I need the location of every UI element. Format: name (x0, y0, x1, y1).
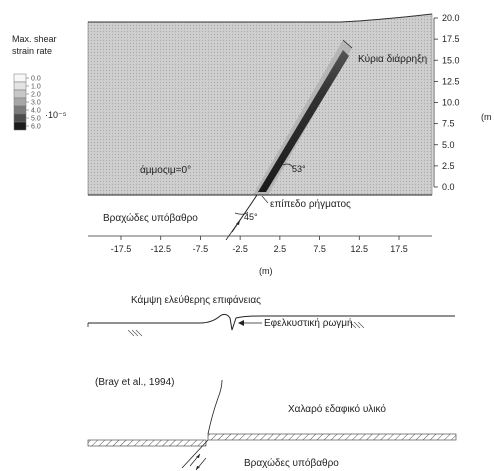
legend-swatch (13, 105, 27, 115)
y-tick-label: 0.0 (442, 182, 455, 192)
bedrock-left-block (87, 439, 207, 447)
rupture-trace (207, 379, 223, 435)
right-hatch-marks (349, 321, 365, 329)
legend-tick-label: 0.0 (31, 76, 41, 83)
bedrock-label-plot: Βραχώδες υπόβαθρο (103, 212, 198, 224)
citation: (Bray et al., 1994) (95, 377, 174, 388)
legend-tick-label: 1.0 (31, 84, 41, 91)
x-tick-label: 7.5 (313, 244, 326, 254)
y-tick-label: 2.5 (442, 161, 455, 171)
bedrock-label-bottom: Βραχώδες υπόβαθρο (244, 457, 339, 469)
sand-label: άμμοςιμ=0° (140, 164, 191, 176)
crack-arrow-head (238, 320, 244, 326)
bray-schematic: (Bray et al., 1994) Χαλαρό εδαφικό υλικό… (87, 377, 457, 471)
y-tick-label: 10.0 (442, 98, 460, 108)
legend-tick-label: 6.0 (31, 124, 41, 131)
x-tick-label: -12.5 (150, 244, 171, 254)
legend-colorbar: 0.01.02.03.04.05.06.0 (13, 73, 41, 131)
model-plot: Κύρια διάρρηξη άμμοςιμ=0° 53° επίπεδο ρή… (87, 13, 492, 276)
legend-tick-label: 4.0 (31, 108, 41, 115)
ground-surface (88, 13, 433, 23)
rupture-angle-label: 53° (292, 164, 306, 174)
legend-tick-label: 5.0 (31, 116, 41, 123)
surface-bending-schematic: Κάμψη ελεύθερης επιφάνειας Εφελκυστική ρ… (87, 294, 455, 337)
legend-title-line2: strain rate (12, 46, 52, 56)
tensile-crack-label: Εφελκυστική ρωγμή (264, 317, 353, 329)
rupture-tip (342, 39, 353, 49)
main-rupture-label: Κύρια διάρρηξη (358, 53, 427, 65)
x-tick-label: 2.5 (274, 244, 287, 254)
strain-rate-legend: Max. shear strain rate 0.01.02.03.04.05.… (12, 34, 67, 131)
fault-arrow-head (236, 220, 240, 225)
legend-title-line1: Max. shear (12, 34, 57, 44)
slip-arrowhead-right (196, 466, 200, 470)
legend-swatch (13, 81, 27, 91)
x-tick-label: -17.5 (111, 244, 132, 254)
x-tick-label: 17.5 (390, 244, 408, 254)
bedrock-fault-line (181, 439, 209, 469)
bedrock-right-block (207, 433, 457, 441)
rupture-angle-arc (282, 163, 294, 169)
y-tick-label: 5.0 (442, 140, 455, 150)
x-axis: -17.5 -12.5 -7.5 -2.5 2.5 7.5 12.5 17.5 (88, 235, 432, 254)
y-axis: 20.0 17.5 15.0 12.5 10.0 7.5 5.0 2.5 0.0 (433, 13, 460, 192)
legend-swatch (13, 97, 27, 107)
shear-band-core (258, 50, 349, 192)
fault-angle-label: 45° (244, 212, 258, 222)
fault-plane-label: επίπεδο ρήγματος (270, 198, 351, 210)
legend-swatch (13, 121, 27, 131)
fault-plane-leader (261, 195, 269, 204)
y-tick-label: 17.5 (442, 34, 460, 44)
x-tick-label: -7.5 (193, 244, 209, 254)
left-hatch-marks (127, 329, 143, 337)
y-tick-label: 15.0 (442, 55, 460, 65)
x-axis-unit: (m) (259, 266, 273, 276)
loose-soil-label: Χαλαρό εδαφικό υλικό (288, 403, 386, 415)
fault-angle-arc (234, 211, 249, 215)
y-tick-label: 7.5 (442, 119, 455, 129)
deformed-ground-line (88, 313, 455, 331)
surface-bending-title: Κάμψη ελεύθερης επιφάνειας (131, 294, 261, 306)
x-tick-label: -2.5 (232, 244, 248, 254)
legend-swatch (13, 113, 27, 123)
legend-swatch (13, 73, 27, 83)
x-tick-label: 12.5 (351, 244, 369, 254)
legend-tick-label: 3.0 (31, 100, 41, 107)
y-axis-unit: (m (481, 112, 492, 122)
slip-arrowhead-left (196, 454, 200, 458)
legend-unit: ·10⁻⁵ (45, 110, 67, 120)
y-tick-label: 12.5 (442, 76, 460, 86)
y-tick-label: 20.0 (442, 13, 460, 23)
legend-swatch (13, 89, 27, 99)
legend-tick-label: 2.0 (31, 92, 41, 99)
